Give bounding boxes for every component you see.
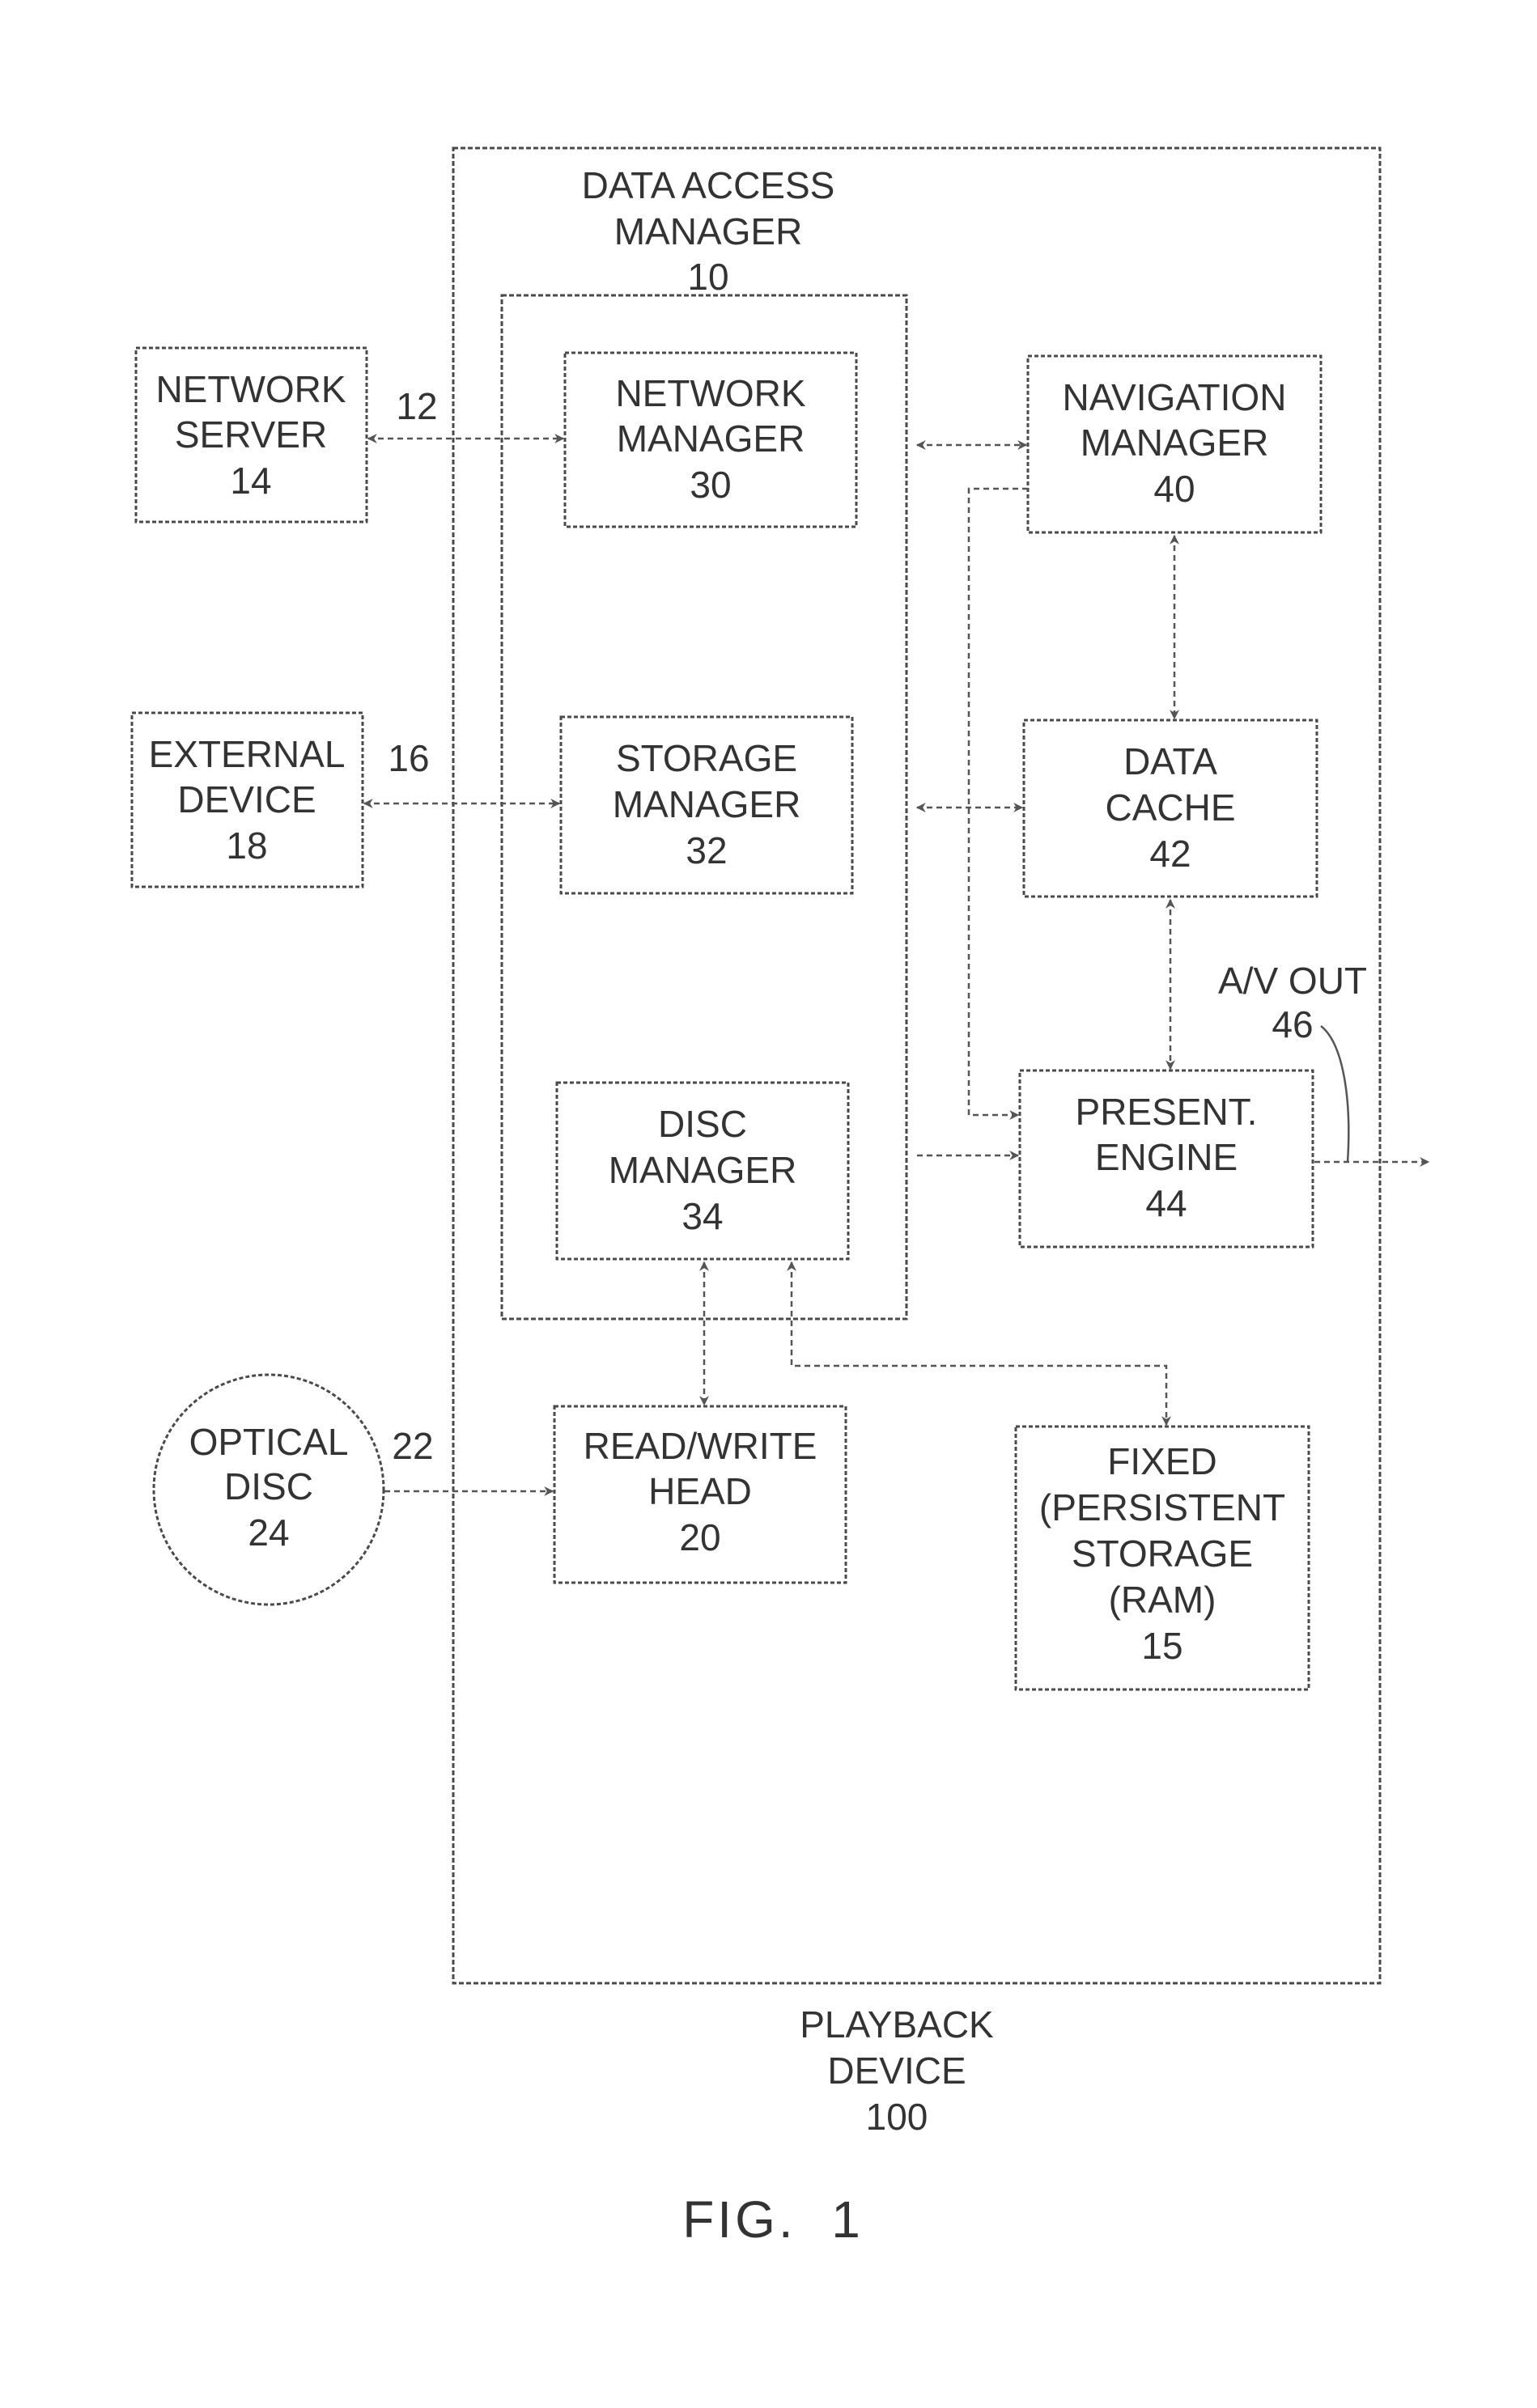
- presentation-engine-label-2: ENGINE: [1095, 1136, 1238, 1178]
- presentation-engine-label-1: PRESENT.: [1076, 1091, 1258, 1133]
- disc-manager-ref: 34: [681, 1195, 723, 1237]
- external-device-label-1: EXTERNAL: [149, 733, 346, 775]
- data-access-manager-ref: 10: [687, 256, 728, 298]
- data-access-manager-title-2: MANAGER: [614, 210, 803, 252]
- storage-manager-ref: 32: [686, 829, 727, 871]
- disc-manager-label-2: MANAGER: [609, 1149, 797, 1191]
- fixed-storage-label-4: (RAM): [1109, 1579, 1216, 1621]
- optical-disc-label-2: DISC: [224, 1465, 313, 1507]
- network-manager-label-2: MANAGER: [617, 418, 805, 460]
- navigation-manager-label-1: NAVIGATION: [1063, 376, 1287, 418]
- navigation-manager-label-2: MANAGER: [1081, 422, 1269, 464]
- av-out-ref: 46: [1272, 1003, 1313, 1045]
- link-navigation-presentation: [969, 489, 1028, 1115]
- network-server-ref: 14: [230, 460, 271, 502]
- link-ref-optical: 22: [392, 1425, 433, 1467]
- fixed-storage-label-2: (PERSISTENT: [1039, 1486, 1285, 1528]
- network-manager-ref: 30: [690, 464, 731, 506]
- network-server-label-2: SERVER: [175, 413, 327, 456]
- playback-device-label-1: PLAYBACK: [800, 2003, 994, 2046]
- data-cache-label-1: DATA: [1123, 740, 1217, 782]
- data-access-manager-title-1: DATA ACCESS: [582, 164, 835, 206]
- figure-caption: FIG. 1: [682, 2190, 864, 2249]
- presentation-engine-ref: 44: [1145, 1182, 1187, 1224]
- network-server-label-1: NETWORK: [155, 368, 346, 410]
- fixed-storage-ref: 15: [1141, 1625, 1182, 1667]
- navigation-manager-ref: 40: [1153, 468, 1195, 510]
- external-device-label-2: DEVICE: [177, 778, 316, 820]
- av-out-label: A/V OUT: [1218, 960, 1367, 1002]
- optical-disc-label-1: OPTICAL: [189, 1421, 349, 1463]
- fixed-storage-label-3: STORAGE: [1072, 1533, 1253, 1575]
- storage-manager-label-2: MANAGER: [613, 783, 801, 825]
- fixed-storage-label-1: FIXED: [1107, 1440, 1216, 1482]
- read-write-head-label-1: READ/WRITE: [584, 1425, 817, 1467]
- playback-device-ref: 100: [866, 2096, 928, 2138]
- link-disc-manager-fixed-storage: [792, 1262, 1166, 1425]
- link-ref-external: 16: [388, 737, 429, 779]
- av-out-leader: [1321, 1026, 1348, 1162]
- read-write-head-label-2: HEAD: [648, 1470, 752, 1512]
- read-write-head-ref: 20: [679, 1516, 720, 1558]
- storage-manager-label-1: STORAGE: [616, 737, 797, 779]
- link-ref-network: 12: [396, 385, 437, 427]
- external-device-ref: 18: [226, 825, 267, 867]
- data-cache-ref: 42: [1149, 833, 1191, 875]
- disc-manager-label-1: DISC: [658, 1103, 747, 1145]
- optical-disc-ref: 24: [248, 1511, 289, 1554]
- playback-device-label-2: DEVICE: [827, 2050, 966, 2092]
- data-cache-label-2: CACHE: [1105, 786, 1235, 829]
- network-manager-label-1: NETWORK: [615, 372, 805, 414]
